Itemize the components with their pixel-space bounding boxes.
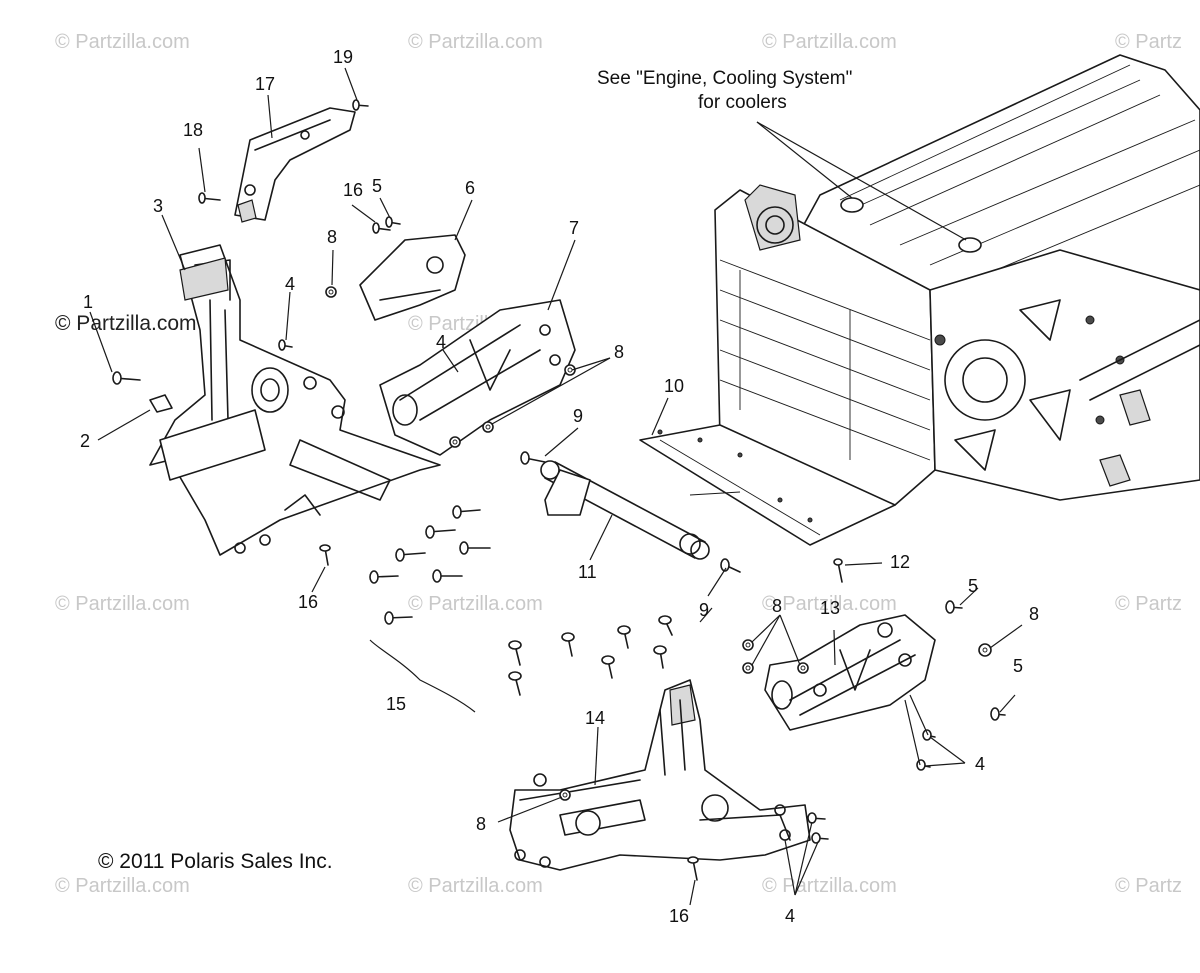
- callout-16: 16: [669, 906, 689, 926]
- upper-bracket: [234, 107, 356, 223]
- watermark: © Partzilla.com: [762, 875, 897, 897]
- mount-bracket-7: [379, 299, 576, 456]
- callout-8: 8: [476, 814, 486, 834]
- watermark: © Partzilla.com: [55, 875, 190, 897]
- watermark: © Partzilla.com: [55, 31, 190, 53]
- bolt-group-lower: [508, 615, 673, 696]
- callout-5: 5: [1013, 656, 1023, 676]
- callout-6: 6: [465, 178, 475, 198]
- mount-bracket-13: [764, 614, 936, 731]
- callout-16: 16: [343, 180, 363, 200]
- callout-4: 4: [975, 754, 985, 774]
- watermark: © Partzilla.com: [408, 875, 543, 897]
- callout-labels: 1 2 3 4 4 4 4 5 5 5 6 7 8 8 8 8 8 9 9 10…: [80, 47, 1039, 926]
- callout-8: 8: [614, 342, 624, 362]
- callout-19: 19: [333, 47, 353, 67]
- callout-10: 10: [664, 376, 684, 396]
- tunnel-assembly: [639, 54, 1200, 546]
- watermark: © Partzilla.com: [55, 312, 197, 335]
- callout-5: 5: [372, 176, 382, 196]
- leader-lines: [89, 67, 1023, 906]
- bolt-group-15: [369, 505, 491, 625]
- callout-16: 16: [298, 592, 318, 612]
- front-bulkhead-right: [509, 679, 811, 871]
- engine-cooling-note: See "Engine, Cooling System": [597, 68, 852, 89]
- callout-1: 1: [83, 292, 93, 312]
- callout-2: 2: [80, 431, 90, 451]
- callout-4: 4: [436, 332, 446, 352]
- callout-8: 8: [1029, 604, 1039, 624]
- fasteners: [112, 99, 1006, 881]
- callout-17: 17: [255, 74, 275, 94]
- watermark: © Partzilla.com: [408, 31, 543, 53]
- callout-8: 8: [772, 596, 782, 616]
- coolers-note: for coolers: [698, 92, 787, 113]
- callout-18: 18: [183, 120, 203, 140]
- callout-9: 9: [699, 600, 709, 620]
- watermark: © Partz: [1115, 31, 1182, 53]
- callout-12: 12: [890, 552, 910, 572]
- callout-11: 11: [578, 562, 597, 582]
- callout-14: 14: [585, 708, 605, 728]
- watermark: © Partzilla.com: [762, 593, 897, 615]
- callout-4: 4: [285, 274, 295, 294]
- copyright-notice: © 2011 Polaris Sales Inc.: [98, 850, 333, 873]
- callout-5: 5: [968, 576, 978, 596]
- callout-3: 3: [153, 196, 163, 216]
- bracket-6: [359, 234, 466, 321]
- callout-7: 7: [569, 218, 579, 238]
- front-bulkhead-left: [149, 244, 441, 556]
- watermark: © Partz: [1115, 593, 1182, 615]
- callout-9: 9: [573, 406, 583, 426]
- watermark: © Partzilla.com: [408, 593, 543, 615]
- watermark: © Partz: [1115, 875, 1182, 897]
- callout-4: 4: [785, 906, 795, 926]
- watermark: © Partzilla.com: [55, 593, 190, 615]
- watermark: © Partzilla.com: [762, 31, 897, 53]
- callout-13: 13: [820, 598, 840, 618]
- cross-shaft: [540, 460, 710, 560]
- callout-8: 8: [327, 227, 337, 247]
- callout-15: 15: [386, 694, 406, 714]
